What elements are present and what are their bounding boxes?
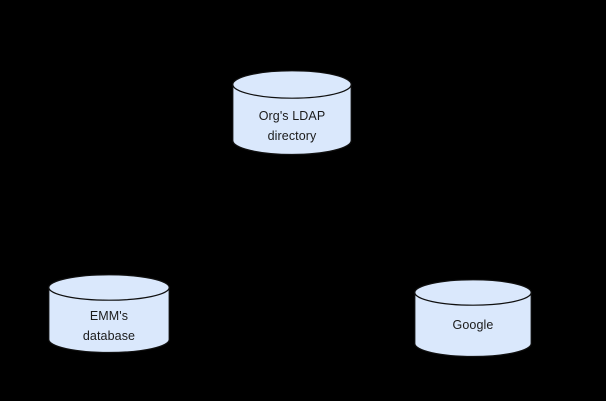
node-ldap[interactable]: Org's LDAP directory [232, 70, 352, 156]
node-emm[interactable]: EMM's database [48, 274, 170, 354]
database-cylinder-icon [48, 274, 170, 354]
database-cylinder-icon [414, 279, 532, 358]
node-google[interactable]: Google [414, 279, 532, 358]
database-cylinder-icon [232, 70, 352, 156]
